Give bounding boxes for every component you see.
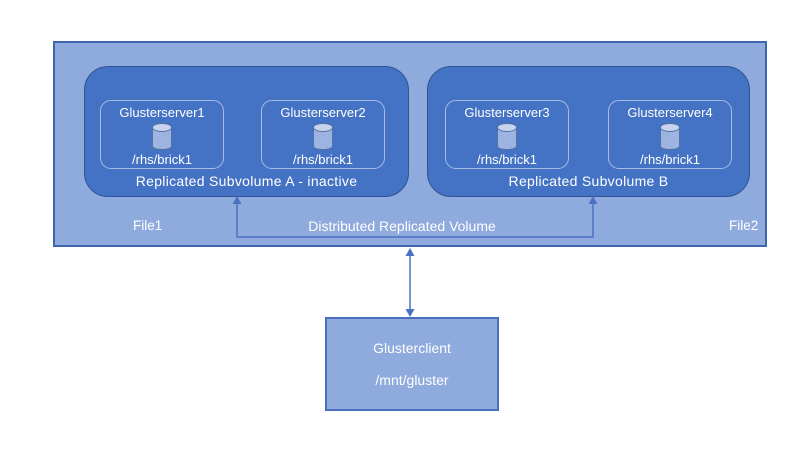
server-name: Glusterserver1 (119, 105, 205, 120)
server-name: Glusterserver3 (464, 105, 550, 120)
server-box-glusterserver3: Glusterserver3 /rhs/brick1 (445, 100, 569, 169)
client-mount-path: /mnt/gluster (375, 371, 449, 388)
brick-path: /rhs/brick1 (293, 152, 353, 167)
file2-label: File2 (729, 218, 759, 233)
replicated-subvolume-b: Glusterserver3 /rhs/brick1 Glusterserver… (427, 66, 750, 197)
down-arrowhead-client (405, 309, 415, 317)
disk-cylinder-icon (152, 123, 172, 150)
subvolume-b-label: Replicated Subvolume B (508, 173, 669, 189)
disk-cylinder-icon (497, 123, 517, 150)
disk-cylinder-icon (660, 123, 680, 150)
distributed-volume-container: Glusterserver1 /rhs/brick1 Glusterserver… (53, 41, 767, 247)
disk-cylinder-icon (313, 123, 333, 150)
brick-path: /rhs/brick1 (477, 152, 537, 167)
distributed-volume-label: Distributed Replicated Volume (308, 218, 496, 234)
brick-path: /rhs/brick1 (132, 152, 192, 167)
replicated-subvolume-a: Glusterserver1 /rhs/brick1 Glusterserver… (84, 66, 409, 197)
server-box-glusterserver1: Glusterserver1 /rhs/brick1 (100, 100, 224, 169)
up-arrowhead-volume (405, 248, 415, 256)
client-name: Glusterclient (373, 339, 451, 356)
server-name: Glusterserver2 (280, 105, 366, 120)
gluster-client-box: Glusterclient /mnt/gluster (325, 317, 499, 411)
server-box-glusterserver2: Glusterserver2 /rhs/brick1 (261, 100, 385, 169)
subvolume-a-label: Replicated Subvolume A - inactive (135, 173, 358, 189)
brick-path: /rhs/brick1 (640, 152, 700, 167)
server-box-glusterserver4: Glusterserver4 /rhs/brick1 (608, 100, 732, 169)
server-name: Glusterserver4 (627, 105, 713, 120)
file1-label: File1 (133, 218, 163, 233)
